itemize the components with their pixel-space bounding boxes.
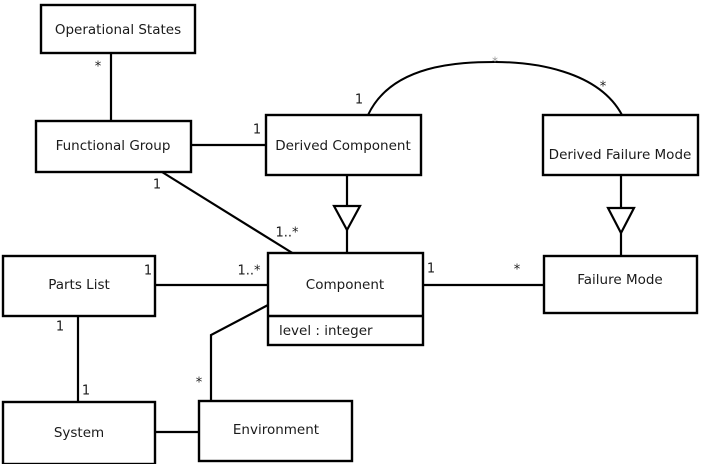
multiplicity-derived-failure-mode-curve: *	[600, 80, 607, 95]
class-name-failure-mode: Failure Mode	[577, 272, 663, 288]
class-name-functional-group: Functional Group	[56, 138, 171, 154]
class-box-derived-failure-mode[interactable]: Derived Failure Mode	[541, 113, 700, 177]
class-box-component[interactable]: Component level : integer	[266, 251, 425, 347]
multiplicity-derived-component-from-functional-group: 1	[253, 123, 261, 138]
multiplicity-environment-to-component: *	[196, 376, 203, 391]
class-name-environment: Environment	[233, 422, 319, 438]
class-box-system[interactable]: System	[1, 400, 157, 464]
association-derived-component-derived-failure-mode[interactable]	[367, 60, 623, 116]
class-attribute-component-level: level : integer	[279, 323, 373, 339]
class-box-failure-mode[interactable]: Failure Mode	[542, 254, 699, 315]
multiplicity-parts-list-to-component: 1	[144, 264, 152, 279]
multiplicity-functional-group-to-component: 1	[153, 178, 161, 193]
multiplicity-parts-list-to-system: 1	[56, 320, 64, 335]
class-box-parts-list[interactable]: Parts List	[1, 254, 157, 318]
class-box-functional-group[interactable]: Functional Group	[34, 119, 193, 174]
association-functional-group-component[interactable]	[161, 171, 295, 255]
class-name-derived-failure-mode: Derived Failure Mode	[549, 147, 692, 163]
class-box-derived-component[interactable]: Derived Component	[264, 113, 423, 177]
association-component-environment[interactable]	[209, 304, 269, 401]
class-name-operational-states: Operational States	[55, 22, 181, 38]
multiplicity-component-from-functional-group: 1..*	[275, 226, 299, 241]
class-name-component: Component	[306, 277, 384, 293]
multiplicity-curve-apex: *	[492, 55, 498, 69]
class-name-parts-list: Parts List	[48, 277, 110, 293]
multiplicity-component-from-parts-list: 1..*	[237, 264, 261, 279]
multiplicity-derived-component-curve: 1	[355, 93, 363, 108]
multiplicity-failure-mode-from-component: *	[514, 263, 521, 278]
generalization-derived-component-component[interactable]	[332, 175, 362, 253]
class-box-environment[interactable]: Environment	[197, 399, 354, 463]
multiplicity-system-from-parts-list: 1	[82, 384, 90, 399]
generalization-derived-failure-mode-failure-mode[interactable]	[606, 175, 636, 256]
class-box-operational-states[interactable]: Operational States	[39, 3, 197, 55]
multiplicity-operational-states: *	[95, 60, 102, 75]
class-name-derived-component: Derived Component	[275, 138, 411, 154]
class-name-system: System	[54, 425, 104, 441]
multiplicity-component-to-failure-mode: 1	[427, 262, 435, 277]
